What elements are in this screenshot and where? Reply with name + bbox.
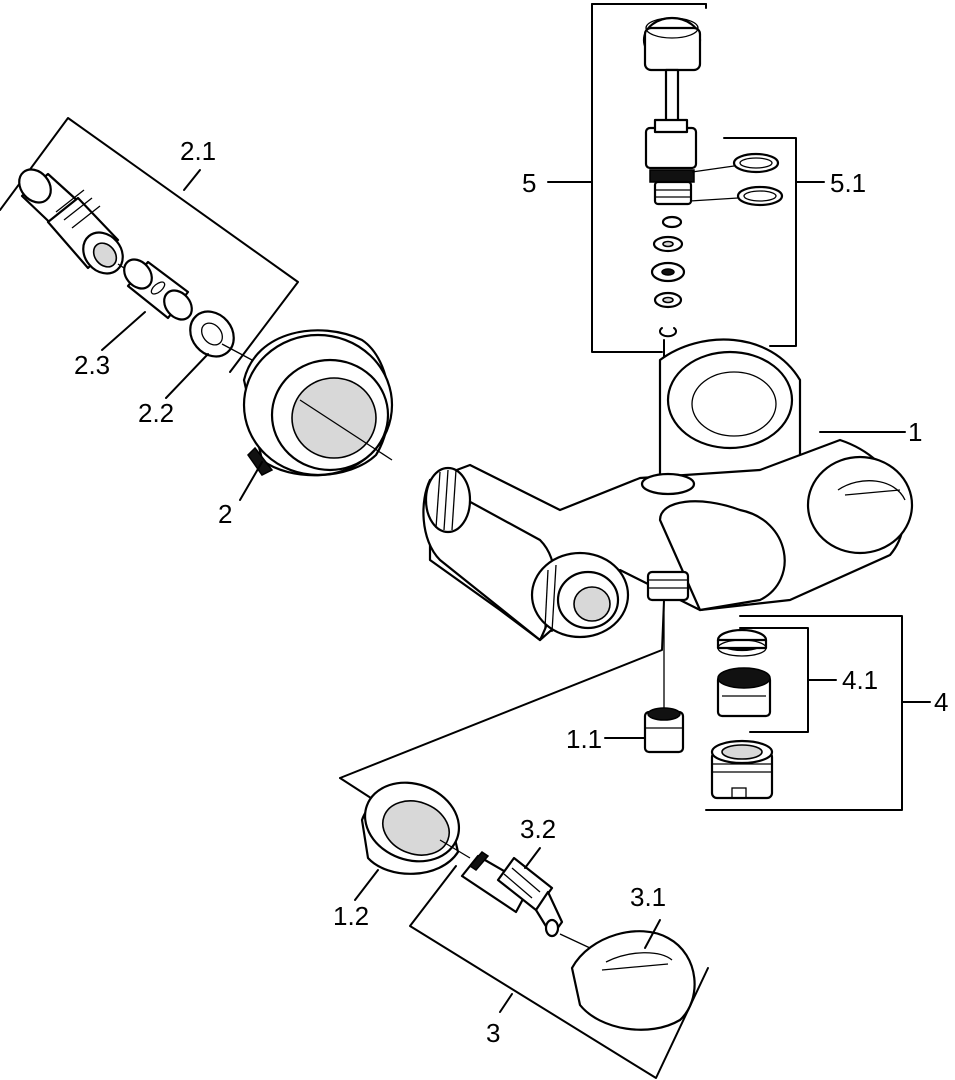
label-3: 3	[486, 1018, 500, 1048]
group-4-bracket	[705, 615, 931, 811]
label-4: 4	[934, 687, 948, 717]
label-4-1: 4.1	[842, 665, 878, 695]
label-3-1: 3.1	[630, 882, 666, 912]
part-1-2-ring	[354, 781, 461, 901]
label-1-1: 1.1	[566, 724, 602, 754]
part-2-1-eccentric	[18, 168, 131, 275]
part-3-1-handle	[570, 919, 696, 1031]
label-2-2: 2.2	[138, 398, 174, 428]
label-2-1: 2.1	[180, 136, 216, 166]
part-5-washers	[650, 215, 686, 479]
part-5-knob	[642, 16, 702, 124]
group-2-1-bracket	[0, 117, 299, 373]
part-5-1-o-rings	[689, 152, 784, 207]
part-2-rosette	[239, 329, 394, 501]
part-2-3-filter	[101, 258, 193, 351]
label-5-1: 5.1	[830, 168, 866, 198]
label-1: 1	[908, 417, 922, 447]
part-1-body	[422, 338, 914, 642]
label-3-2: 3.2	[520, 814, 556, 844]
part-4-aerator-housing	[710, 739, 774, 800]
label-2-3: 2.3	[74, 350, 110, 380]
part-4-1-aerator-insert	[716, 628, 772, 718]
part-3-2-cartridge	[439, 839, 591, 949]
label-1-2: 1.2	[333, 901, 369, 931]
label-5: 5	[522, 168, 536, 198]
group-5-bracket	[547, 3, 707, 353]
group-3-bracket	[339, 599, 709, 1079]
part-5-cartridge	[644, 118, 698, 206]
group-4-1-bracket	[739, 627, 837, 733]
part-2-2-washer	[165, 310, 253, 399]
label-2: 2	[218, 499, 232, 529]
group-5-1-bracket	[723, 137, 825, 347]
